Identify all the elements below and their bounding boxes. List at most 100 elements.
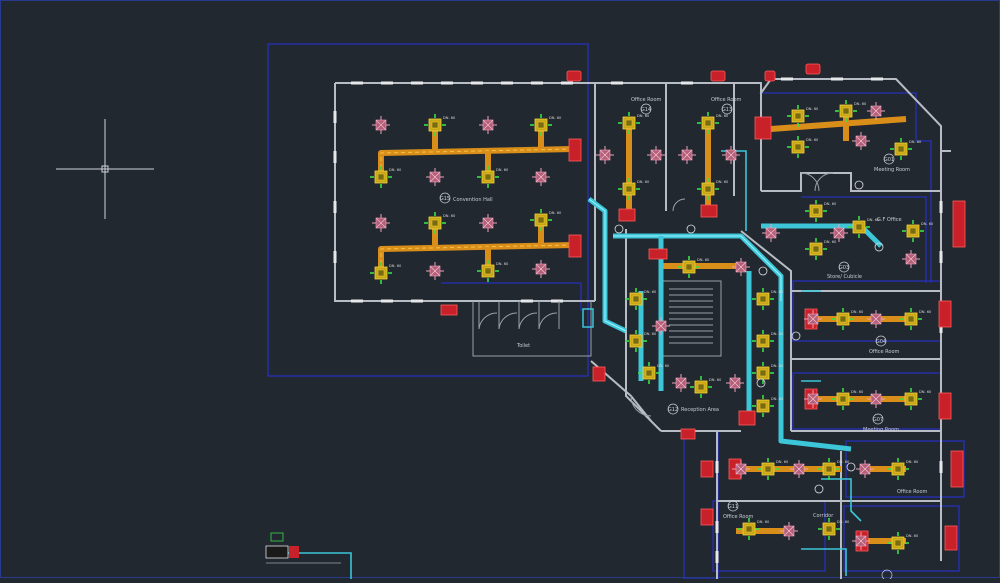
svg-text:DN. 60: DN. 60 xyxy=(637,180,650,184)
supply-diffuser-icon: DN. 60 xyxy=(787,136,819,158)
room-tag-g01: G01 xyxy=(884,157,894,163)
svg-text:DN. 60: DN. 60 xyxy=(709,378,722,382)
return-grille-icon xyxy=(532,168,550,186)
supply-diffusers: DN. 60 DN. 60 DN. 60 DN. 60 DN. 60 DN. 60 DN. … xyxy=(370,100,934,554)
room-name-g04: Office Room xyxy=(869,349,900,355)
supply-diffuser-icon: DN. 60 xyxy=(832,388,864,410)
return-grille-icon xyxy=(780,522,798,540)
svg-text:DN. 60: DN. 60 xyxy=(851,390,864,394)
return-grille-icon xyxy=(856,460,874,478)
svg-text:DN. 60: DN. 60 xyxy=(549,211,562,215)
room-name-g14: Office Room xyxy=(631,97,662,103)
svg-text:DN. 60: DN. 60 xyxy=(824,240,837,244)
svg-text:DN. 60: DN. 60 xyxy=(771,397,784,401)
return-grille-icon xyxy=(830,224,848,242)
supply-diffuser-icon: DN. 60 xyxy=(618,112,650,134)
supply-ducts xyxy=(378,111,911,544)
room-tag-g13: G13 xyxy=(722,107,732,113)
room-name-g03: Store/ Cubicle xyxy=(827,274,862,280)
return-grille-icon xyxy=(852,532,870,550)
return-grille-icon xyxy=(372,214,390,232)
thermostat-icons xyxy=(614,180,884,494)
svg-text:DN. 60: DN. 60 xyxy=(919,390,932,394)
return-grille-icon xyxy=(790,460,808,478)
supply-diffuser-icon: DN. 60 xyxy=(787,105,819,127)
svg-text:DN. 60: DN. 60 xyxy=(644,290,657,294)
return-grille-icon xyxy=(804,310,822,328)
return-grille-icon xyxy=(596,146,614,164)
room-name-g11: Office Room xyxy=(723,514,754,520)
return-grille-icon xyxy=(678,146,696,164)
room-name-g10: Corridor xyxy=(813,513,834,519)
supply-diffuser-icon: DN. 60 xyxy=(752,362,784,384)
return-grille-icon xyxy=(532,260,550,278)
supply-diffuser-icon: DN. 60 xyxy=(477,166,509,188)
supply-diffuser-icon: DN. 60 xyxy=(697,112,729,134)
room-name-g07: Meeting Room xyxy=(863,427,899,433)
room-tag-g07: G07 xyxy=(873,417,883,423)
supply-diffuser-icon: DN. 60 xyxy=(818,518,850,540)
return-grilles xyxy=(372,102,920,550)
svg-text:DN. 60: DN. 60 xyxy=(496,262,509,266)
svg-text:DN. 60: DN. 60 xyxy=(389,264,402,268)
svg-text:DN. 60: DN. 60 xyxy=(837,520,850,524)
return-grille-icon xyxy=(426,168,444,186)
return-grille-icon xyxy=(867,102,885,120)
return-grille-icon xyxy=(867,390,885,408)
room-name-g13: Office Room xyxy=(711,97,742,103)
room-tag-g15: G15 xyxy=(440,196,450,202)
return-grille-icon xyxy=(479,214,497,232)
room-labels: G15 Convention Hall Toilet Office Room G… xyxy=(439,97,928,581)
supply-diffuser-icon: DN. 60 xyxy=(625,288,657,310)
room-tag-g03: G03 xyxy=(839,265,849,271)
supply-diffuser-icon: DN. 60 xyxy=(887,458,919,480)
room-name-g02: G.F Office xyxy=(877,217,902,223)
staircase xyxy=(669,288,713,344)
return-grille-icon xyxy=(732,258,750,276)
return-grille-icon xyxy=(479,116,497,134)
room-tag-g14: G14 xyxy=(641,107,651,113)
room-name-toilet: Toilet xyxy=(516,343,530,349)
supply-diffuser-icon: DN. 60 xyxy=(805,200,837,222)
svg-text:DN. 60: DN. 60 xyxy=(771,364,784,368)
svg-text:DN. 60: DN. 60 xyxy=(757,520,770,524)
supply-diffuser-icon: DN. 60 xyxy=(738,518,770,540)
supply-diffuser-icon: DN. 60 xyxy=(530,114,562,136)
return-grille-icon xyxy=(852,132,870,150)
room-name-g08: Office Room xyxy=(897,489,928,495)
svg-text:DN. 60: DN. 60 xyxy=(697,258,710,262)
supply-diffuser-icon: DN. 60 xyxy=(370,166,402,188)
supply-diffuser-icon: DN. 60 xyxy=(638,362,670,384)
svg-text:DN. 60: DN. 60 xyxy=(854,102,867,106)
svg-text:DN. 60: DN. 60 xyxy=(806,138,819,142)
room-tag-g12: G12 xyxy=(668,407,678,413)
supply-diffuser-icon: DN. 60 xyxy=(902,220,934,242)
supply-diffuser-icon: DN. 60 xyxy=(752,330,784,352)
room-tag-g04: G04 xyxy=(876,339,886,345)
toilet-stalls xyxy=(478,172,834,417)
supply-diffuser-icon: DN. 60 xyxy=(818,458,850,480)
svg-text:DN. 60: DN. 60 xyxy=(921,222,934,226)
svg-text:DN. 60: DN. 60 xyxy=(637,114,650,118)
supply-diffuser-icon: DN. 60 xyxy=(752,288,784,310)
supply-diffuser-icon: DN. 60 xyxy=(887,532,919,554)
supply-diffuser-icon: DN. 60 xyxy=(625,330,657,352)
svg-text:DN. 60: DN. 60 xyxy=(837,460,850,464)
svg-text:DN. 60: DN. 60 xyxy=(906,460,919,464)
room-name-g15: Convention Hall xyxy=(453,197,493,203)
supply-diffuser-icon: DN. 60 xyxy=(832,308,864,330)
supply-diffuser-icon: DN. 60 xyxy=(757,458,789,480)
svg-text:DN. 60: DN. 60 xyxy=(644,332,657,336)
svg-text:DN. 60: DN. 60 xyxy=(549,116,562,120)
supply-diffuser-icon: DN. 60 xyxy=(752,395,784,417)
svg-text:DN. 60: DN. 60 xyxy=(657,364,670,368)
room-tag-g11: G11 xyxy=(728,504,738,510)
supply-diffuser-icon: DN. 60 xyxy=(370,262,402,284)
supply-diffuser-icon: DN. 60 xyxy=(424,114,456,136)
room-name-g01: Meeting Room xyxy=(874,167,910,173)
svg-text:DN. 60: DN. 60 xyxy=(906,534,919,538)
return-grille-icon xyxy=(372,116,390,134)
supply-diffuser-icon: DN. 60 xyxy=(805,238,837,260)
